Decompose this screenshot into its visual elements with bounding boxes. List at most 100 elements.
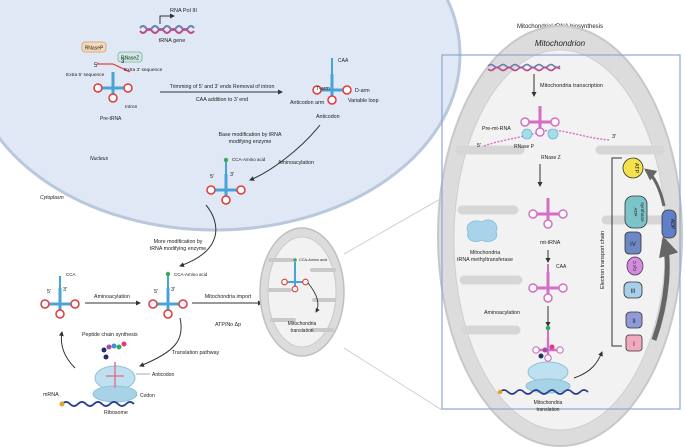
rnasep-enzyme: [81, 41, 107, 53]
codon-label: Codon: [140, 393, 155, 399]
mature-trna: CAA T-arm D-arm Variable loop Anticodon …: [290, 58, 379, 120]
rnase-p-enzyme: [521, 128, 533, 140]
atp-label: ATP: [633, 163, 639, 174]
pre-mt-rna: Pre-mt-RNA 5' 3' RNase P RNase Z: [477, 104, 616, 187]
zoom-line-top: [343, 197, 443, 255]
complex-ii-label: II: [632, 319, 636, 325]
mt-trna-charged: [531, 325, 565, 363]
more-modification-step: More modification by tRNA modifying enzy…: [150, 204, 217, 268]
ribosome-small-subunit: [92, 385, 138, 403]
cyto-three-prime: 3': [63, 287, 67, 293]
complex-iv: [624, 231, 642, 255]
trna-gene-label: tRNA gene: [159, 38, 186, 44]
atp-synthase-text-1: ATP: [632, 208, 638, 217]
mt-caa-label: CAA: [556, 264, 567, 270]
anticodon-arm-label: Anticodon arm: [290, 100, 325, 106]
cca-label-cyto: CCA: [66, 272, 76, 277]
aminoacylation-cyto: Aminoacylation: [94, 294, 130, 300]
t-arm-label: T-arm: [316, 86, 330, 92]
mt-three-prime: 3': [612, 134, 616, 140]
methyltransferase-text-2: tRNA methyltransferase: [457, 257, 513, 263]
nucleus-membrane: [0, 0, 462, 232]
base-mod-text-1: Base modification by tRNA: [218, 132, 281, 138]
cytoplasm-label: Cytoplasm: [40, 195, 64, 201]
etc-bracket: [611, 157, 622, 347]
etc-label: Electron transport chain: [600, 231, 606, 289]
trimming-text-1: Trimming of 5' and 3' ends Removal of in…: [170, 84, 275, 90]
nuc-three-prime: 3': [230, 172, 234, 178]
peptide-chain-label: Peptide chain synthesis: [82, 332, 138, 338]
rnase-z-label: RNase Z: [541, 155, 561, 161]
atp-production-arrow: [644, 168, 666, 207]
trimming-step: Trimming of 5' and 3' ends Removal of in…: [160, 84, 283, 103]
mt-trna-label: mt-tRNA: [540, 240, 561, 246]
variable-loop-label: Variable loop: [348, 98, 379, 104]
rnase-z-enzyme: [547, 128, 559, 140]
pre-trna: RNaseP RNaseZ 5' 3' Extra 5' sequence Ex…: [66, 41, 163, 122]
complex-ii: [625, 311, 643, 329]
mini-mito-translation-2: translation: [290, 328, 313, 334]
complex-iii-label: III: [630, 289, 635, 295]
cyt-c: [626, 256, 644, 276]
pre-five-prime: 5': [94, 63, 98, 69]
rnasep-label: RNaseP: [85, 46, 104, 52]
ribosome-left: Anticodon Codon mRNA Ribosome: [43, 341, 174, 416]
mini-cca-amino: CCA-Amino acid: [299, 258, 327, 262]
methyltransferase-enzyme: [466, 219, 498, 242]
cyto2-three-prime: 3': [171, 287, 175, 293]
pre-trna-label: Pre-tRNA: [100, 116, 122, 122]
mito-dna: Mitochondria transcription: [487, 63, 603, 97]
d-arm-label: D-arm: [355, 88, 370, 94]
mito-import-step: Mitochondria import ATP/No Δp: [192, 294, 263, 328]
ribosome-label: Ribosome: [104, 410, 128, 416]
complex-i-label: I: [633, 342, 635, 348]
nucleus-region: [0, 0, 462, 232]
pre-mt-rna-label: Pre-mt-RNA: [482, 126, 511, 132]
aminoacylation-cyto-step: Aminoacylation: [85, 294, 141, 306]
trimming-text-2: CAA addition to 3' end: [196, 97, 248, 103]
mito-transcription-label: Mitochondria transcription: [540, 83, 603, 89]
ribosome-right: Mitochondria translation: [497, 344, 603, 413]
complex-iii: [623, 281, 643, 299]
cytoplasm-trna-charged: CCA-Amino acid 5' 3': [147, 271, 208, 320]
electron-flow-arrow: [651, 236, 679, 341]
base-modification-step: Base modification by tRNA modifying enzy…: [218, 124, 321, 181]
cyto2-five-prime: 5': [154, 289, 158, 295]
nucleus-label: Nucleus: [90, 156, 109, 162]
mt-translation-1: Mitochondria: [534, 400, 563, 406]
zoom-line-bottom: [343, 347, 443, 411]
mito-import-label: Mitochondria import: [205, 294, 252, 300]
small-mitochondrion: CCA-Amino acid Mitochondria translation: [259, 227, 345, 357]
mt-trna-caa: CAA Aminoacylation: [484, 264, 569, 327]
mt-aminoacylation-label: Aminoacylation: [484, 310, 520, 316]
cytoplasm-trna-uncharged: CCA 5' 3': [39, 272, 81, 320]
complex-iv-label: IV: [630, 242, 636, 248]
aminoacylation-top: Aminoacylation: [278, 160, 314, 166]
extra-three-label: Extra 3' sequence: [124, 67, 163, 73]
mt-trna: mt-tRNA Mitochondria tRNA methyltransfer…: [457, 196, 569, 263]
cca-amino-label: CCA-Amino acid: [232, 157, 266, 162]
more-mod-text-2: tRNA modifying enzyme: [150, 246, 207, 252]
base-mod-text-2: modifying enzyme: [229, 139, 272, 145]
translation-pathway-label: Translation pathway: [172, 350, 220, 356]
trna-gene: RNA Pol III tRNA gene: [139, 8, 197, 44]
charged-trna-nucleus: CCA-Amino acid 5' 3': [205, 157, 266, 206]
atp-delta-label: ATP/No Δp: [215, 322, 241, 328]
mitochondrion-label: Mitochondrion: [535, 39, 586, 48]
cyt-c-label: Cyt C: [632, 261, 637, 271]
cca-amino-cyto: CCA-Amino acid: [174, 272, 208, 277]
more-mod-text-1: More modification by: [154, 239, 203, 245]
rna-pol-label: RNA Pol III: [170, 8, 197, 14]
atp-synthase: [624, 195, 648, 229]
atp-molecule: [622, 157, 644, 179]
extra-five-label: Extra 5' sequence: [66, 72, 105, 78]
electron-transport-chain: Electron transport chain I II III Cyt C …: [600, 157, 679, 352]
ribosome-anticodon-label: Anticodon: [152, 372, 174, 378]
mt-five-prime: 5': [477, 143, 481, 149]
rnase-p-label: RNase P: [514, 144, 535, 150]
rnasez-label: RNaseZ: [121, 56, 139, 62]
caa-label: CAA: [338, 58, 349, 64]
mrna-strand: [61, 401, 135, 407]
